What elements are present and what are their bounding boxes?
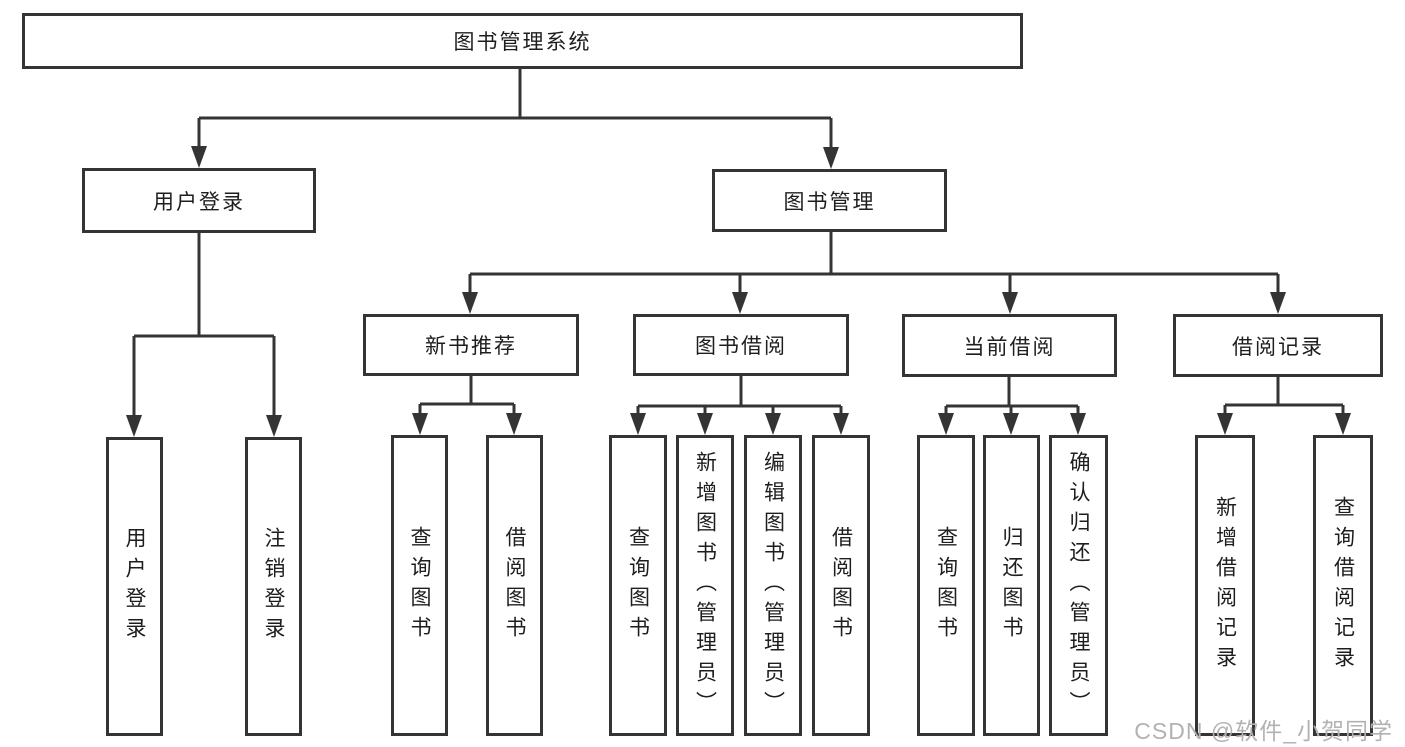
arrowheads [126, 146, 1351, 437]
leaf-borrowing-borrow-books-label: 借阅图书 [829, 525, 853, 646]
leaf-current-query-books-label: 查询图书 [934, 525, 958, 646]
leaf-borrowing-add-books-admin-label: 新增图书（管理员） [693, 450, 717, 721]
leaf-current-return-books-label: 归还图书 [1000, 525, 1023, 646]
node-borrowing-records-label: 借阅记录 [1232, 335, 1324, 359]
node-borrowing-records: 借阅记录 [1173, 314, 1383, 377]
leaf-user-login: 用户登录 [106, 437, 163, 736]
leaf-borrowing-edit-books-admin-label: 编辑图书（管理员） [761, 450, 785, 721]
leaf-current-confirm-return-admin-label: 确认归还（管理员） [1067, 450, 1090, 721]
leaf-borrowing-query-books-label: 查询图书 [626, 525, 650, 646]
leaf-records-add-record: 新增借阅记录 [1195, 435, 1255, 736]
node-user-login: 用户登录 [82, 168, 316, 233]
leaf-records-query-record-label: 查询借阅记录 [1331, 495, 1355, 676]
leaf-logout-label: 注销登录 [262, 526, 285, 647]
leaf-current-query-books: 查询图书 [917, 435, 975, 736]
node-book-management-label: 图书管理 [783, 190, 876, 214]
node-new-book-recommend-label: 新书推荐 [425, 335, 517, 358]
leaf-current-return-books: 归还图书 [983, 435, 1040, 736]
node-user-login-label: 用户登录 [153, 190, 245, 214]
leaf-records-query-record: 查询借阅记录 [1313, 435, 1373, 736]
csdn-watermark: CSDN @软件_小贺同学 [1134, 718, 1393, 744]
node-new-book-recommend: 新书推荐 [363, 314, 579, 376]
leaf-borrowing-edit-books-admin: 编辑图书（管理员） [744, 435, 802, 736]
leaf-newbooks-query-books: 查询图书 [391, 435, 448, 736]
leaf-current-confirm-return-admin: 确认归还（管理员） [1049, 435, 1108, 736]
node-root: 图书管理系统 [22, 13, 1023, 69]
leaf-records-add-record-label: 新增借阅记录 [1213, 495, 1237, 676]
leaf-newbooks-borrow-books: 借阅图书 [486, 435, 543, 736]
leaf-borrowing-borrow-books: 借阅图书 [812, 435, 870, 736]
leaf-logout: 注销登录 [245, 437, 302, 736]
leaf-user-login-label: 用户登录 [123, 526, 146, 647]
node-book-borrowing: 图书借阅 [633, 314, 849, 376]
node-current-borrowing: 当前借阅 [902, 314, 1117, 377]
node-root-label: 图书管理系统 [453, 31, 592, 54]
node-current-borrowing-label: 当前借阅 [963, 335, 1056, 359]
leaf-newbooks-borrow-books-label: 借阅图书 [503, 525, 526, 646]
leaf-newbooks-query-books-label: 查询图书 [408, 525, 431, 646]
node-book-borrowing-label: 图书借阅 [695, 335, 787, 358]
leaf-borrowing-query-books: 查询图书 [609, 435, 667, 736]
node-book-management: 图书管理 [712, 169, 947, 232]
leaf-borrowing-add-books-admin: 新增图书（管理员） [676, 435, 734, 736]
